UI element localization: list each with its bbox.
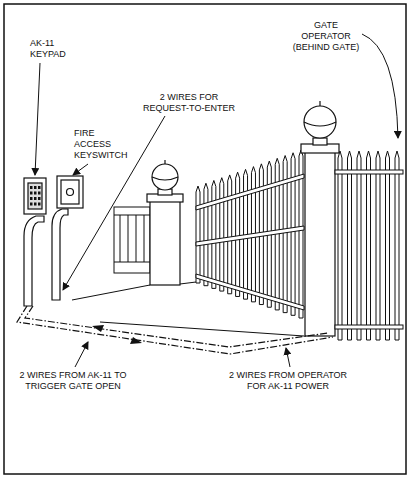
leader-lines bbox=[35, 34, 398, 367]
power-wires-label: 2 WIRES FROM OPERATOR FOR AK-11 POWER bbox=[226, 370, 350, 392]
request-wires-label: 2 WIRES FOR REQUEST-TO-ENTER bbox=[140, 92, 238, 114]
fence-bar bbox=[136, 215, 137, 262]
fence-picket bbox=[338, 151, 342, 340]
fence-picket bbox=[367, 151, 371, 340]
wire-direction-arrows bbox=[92, 325, 142, 344]
frame bbox=[4, 4, 406, 474]
keyswitch-label: FIRE ACCESS KEYSWITCH bbox=[74, 128, 130, 161]
right-fence bbox=[335, 151, 403, 340]
gate-picket bbox=[212, 180, 216, 288]
fence-picket bbox=[386, 151, 390, 340]
fence-picket bbox=[395, 151, 399, 340]
keypad-key bbox=[34, 197, 37, 200]
left-pillar bbox=[147, 160, 183, 285]
gate-picket bbox=[204, 183, 208, 285]
fence-picket bbox=[348, 151, 352, 340]
keypad-key bbox=[34, 186, 37, 189]
fence-rail bbox=[335, 325, 403, 329]
gate-rail bbox=[196, 174, 304, 210]
fence-bar bbox=[128, 215, 129, 262]
keypad-key bbox=[34, 203, 37, 206]
right-pillar bbox=[301, 101, 339, 336]
keypad-key bbox=[38, 192, 41, 195]
keypad-key bbox=[30, 192, 33, 195]
keypad-key bbox=[30, 203, 33, 206]
gate-picket bbox=[228, 175, 232, 294]
fence-rail bbox=[335, 170, 403, 174]
keypad-key bbox=[38, 186, 41, 189]
keypad-key bbox=[30, 186, 33, 189]
fence-bar bbox=[120, 215, 121, 262]
keypad-label: AK-11 KEYPAD bbox=[30, 38, 75, 60]
gate-rail bbox=[196, 226, 304, 246]
gate-picket bbox=[236, 172, 240, 296]
buried-wires bbox=[17, 306, 333, 354]
left-fence bbox=[114, 207, 150, 273]
keypad-key bbox=[38, 203, 41, 206]
fence-picket bbox=[376, 151, 380, 340]
keypad-keys bbox=[30, 186, 41, 206]
fence-bar bbox=[144, 215, 145, 262]
keypad-key bbox=[34, 192, 37, 195]
keypad-key bbox=[38, 197, 41, 200]
fence-picket bbox=[357, 151, 361, 340]
operator-label: GATE OPERATOR (BEHIND GATE) bbox=[290, 20, 362, 53]
keypad-key bbox=[30, 197, 33, 200]
gate bbox=[196, 150, 304, 318]
gate-rail bbox=[196, 274, 304, 310]
gate-picket bbox=[196, 186, 200, 283]
keypad-pedestal bbox=[24, 178, 46, 306]
gate-picket bbox=[220, 178, 224, 291]
trigger-wires-label: 2 WIRES FROM AK-11 TO TRIGGER GATE OPEN bbox=[16, 370, 130, 392]
